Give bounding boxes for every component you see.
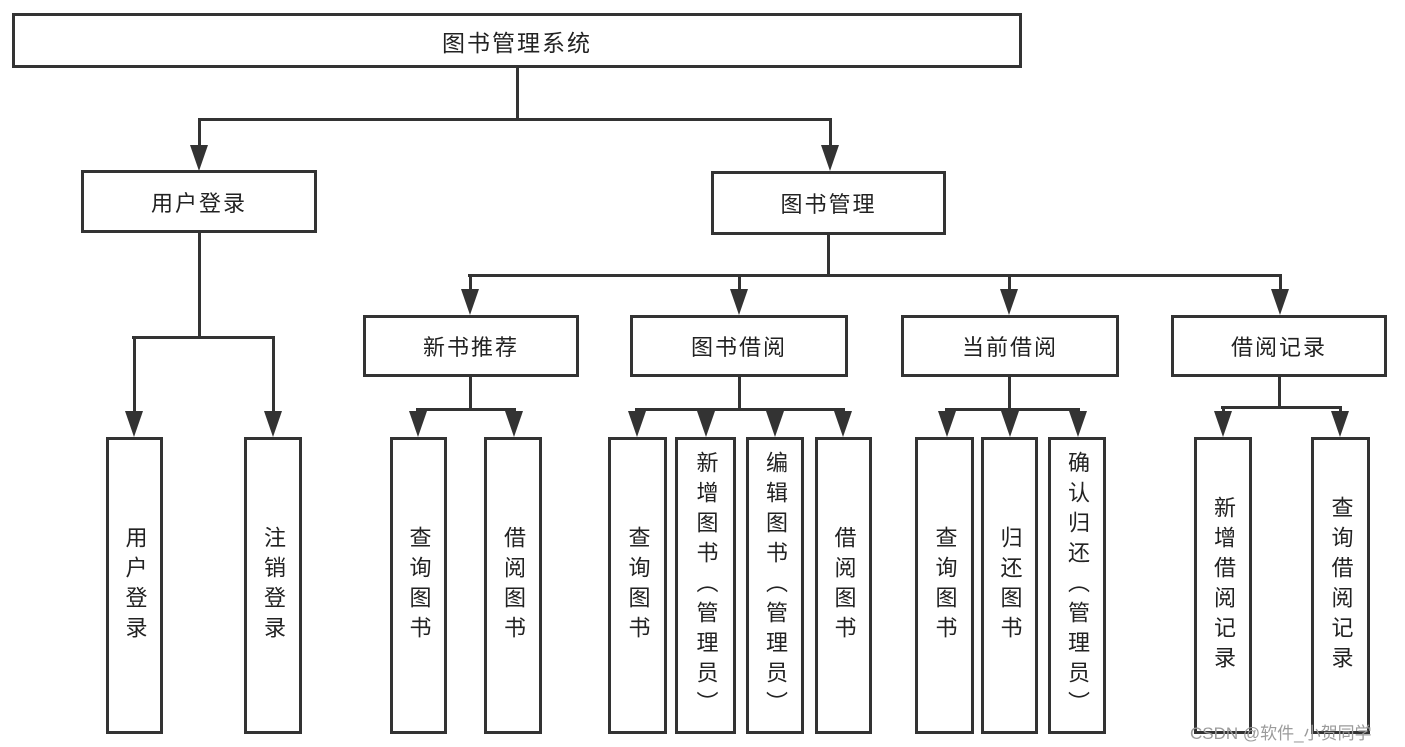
leaf-return-books: 归还图书 (981, 437, 1038, 734)
connector (1008, 377, 1011, 411)
node-label: 借阅图书 (501, 525, 526, 646)
node-label: 查询借阅记录 (1328, 495, 1354, 676)
node-label: 图书管理 (780, 192, 877, 217)
connector (416, 408, 516, 411)
connector (469, 377, 472, 411)
leaf-query-books-borrow: 查询图书 (608, 437, 667, 734)
connector (198, 118, 832, 121)
arrow-down (821, 145, 839, 171)
arrow-down (697, 411, 715, 437)
node-label: 查询图书 (406, 525, 432, 646)
node-user-login: 用户登录 (81, 170, 317, 233)
node-label: 归还图书 (997, 525, 1023, 646)
connector (468, 274, 1282, 277)
connector (829, 118, 832, 158)
node-current-borrowing: 当前借阅 (901, 315, 1119, 377)
connector (198, 233, 201, 339)
node-label: 确认归还（管理员） (1065, 450, 1090, 721)
connector (272, 336, 275, 421)
arrow-down (730, 289, 748, 315)
arrow-down (125, 411, 143, 437)
arrow-down (264, 411, 282, 437)
arrow-down (1214, 411, 1232, 437)
connector (635, 408, 845, 411)
node-book-management-system: 图书管理系统 (12, 13, 1022, 68)
node-label: 图书管理系统 (442, 29, 592, 56)
arrow-down (1001, 411, 1019, 437)
connector (738, 377, 741, 411)
node-label: 新书推荐 (422, 335, 519, 360)
leaf-borrow-books: 借阅图书 (815, 437, 872, 734)
node-label: 编辑图书（管理员） (763, 450, 788, 721)
node-label: 查询图书 (932, 525, 958, 646)
node-label: 查询图书 (625, 525, 651, 646)
connector (516, 68, 519, 121)
node-label: 用户登录 (150, 190, 247, 216)
node-book-borrowing: 图书借阅 (630, 315, 848, 377)
arrow-down (190, 145, 208, 171)
arrow-down (461, 289, 479, 315)
csdn-watermark: CSDN @软件_小贺同学 (1190, 724, 1372, 743)
arrow-down (1331, 411, 1349, 437)
leaf-user-login: 用户登录 (106, 437, 163, 734)
leaf-query-books-recommend: 查询图书 (390, 437, 447, 734)
node-label: 当前借阅 (961, 335, 1058, 360)
node-label: 借阅记录 (1230, 335, 1327, 360)
leaf-borrow-books-recommend: 借阅图书 (484, 437, 542, 734)
leaf-logout: 注销登录 (244, 437, 302, 734)
leaf-confirm-return-admin: 确认归还（管理员） (1048, 437, 1106, 734)
leaf-query-books-current: 查询图书 (915, 437, 974, 734)
leaf-add-borrow-record: 新增借阅记录 (1194, 437, 1252, 734)
arrow-down (766, 411, 784, 437)
leaf-edit-books-admin: 编辑图书（管理员） (746, 437, 804, 734)
arrow-down (938, 411, 956, 437)
arrow-down (1000, 289, 1018, 315)
connector (827, 235, 830, 277)
arrow-down (1069, 411, 1087, 437)
leaf-query-borrow-record: 查询借阅记录 (1311, 437, 1370, 734)
node-label: 用户登录 (122, 525, 148, 646)
arrow-down (834, 411, 852, 437)
node-borrowing-records: 借阅记录 (1171, 315, 1387, 377)
node-label: 借阅图书 (831, 525, 857, 646)
connector (198, 118, 201, 158)
connector (132, 336, 275, 339)
arrow-down (505, 411, 523, 437)
node-label: 新增借阅记录 (1211, 495, 1236, 676)
connector (1278, 377, 1281, 409)
node-label: 图书借阅 (690, 335, 787, 360)
connector (133, 336, 136, 421)
node-new-book-recommendation: 新书推荐 (363, 315, 579, 377)
arrow-down (1271, 289, 1289, 315)
node-label: 注销登录 (261, 525, 286, 646)
arrow-down (409, 411, 427, 437)
connector (1221, 406, 1342, 409)
node-label: 新增图书（管理员） (693, 450, 719, 721)
arrow-down (628, 411, 646, 437)
connector (945, 408, 1080, 411)
leaf-add-books-admin: 新增图书（管理员） (675, 437, 736, 734)
node-book-management: 图书管理 (711, 171, 946, 235)
